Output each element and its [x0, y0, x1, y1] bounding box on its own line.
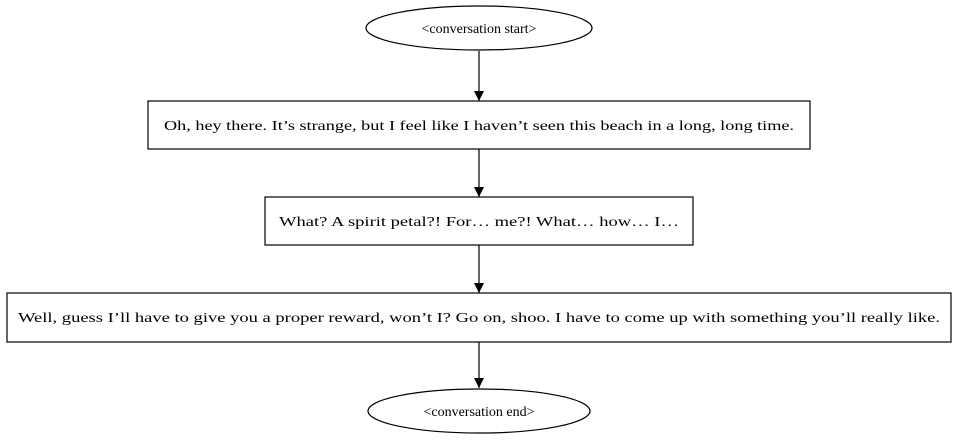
- end-label: <conversation end>: [423, 405, 534, 420]
- line3-box: [6, 292, 952, 343]
- line1-label: Oh, hey there. It’s strange, but I feel …: [164, 119, 794, 134]
- node-conversation-start: <conversation start>: [365, 5, 593, 51]
- end-ellipse: [367, 388, 591, 434]
- node-dialogue-line-3: Well, guess I’ll have to give you a prop…: [6, 292, 952, 343]
- node-conversation-end: <conversation end>: [367, 388, 591, 434]
- line1-box: [147, 100, 811, 150]
- line2-box: [264, 196, 694, 246]
- line3-label: Well, guess I’ll have to give you a prop…: [18, 311, 940, 326]
- node-dialogue-line-2: What? A spirit petal?! For… me?! What… h…: [264, 196, 694, 246]
- start-ellipse: [365, 5, 593, 51]
- node-dialogue-line-1: Oh, hey there. It’s strange, but I feel …: [147, 100, 811, 150]
- start-label: <conversation start>: [422, 22, 537, 37]
- line2-label: What? A spirit petal?! For… me?! What… h…: [279, 215, 679, 230]
